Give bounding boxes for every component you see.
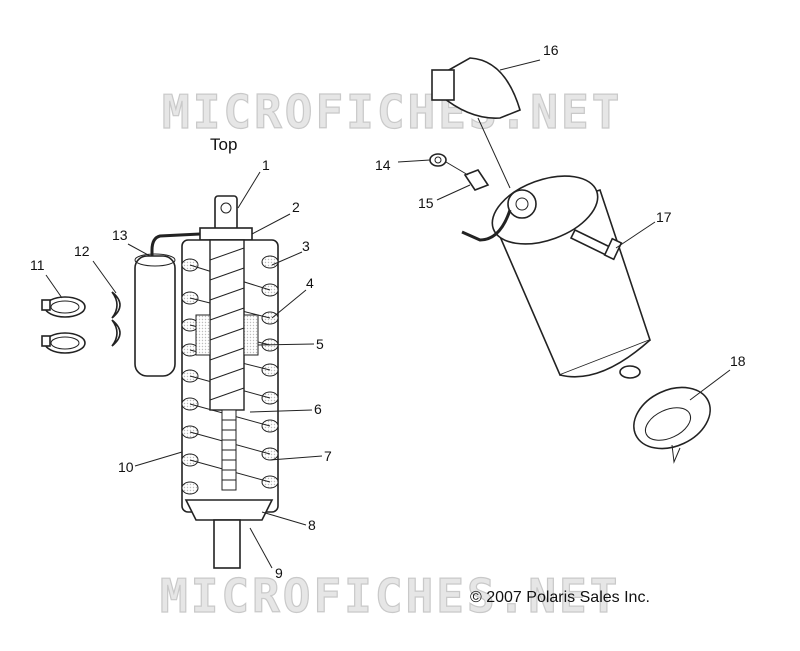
callout-18: 18 xyxy=(730,353,746,369)
shock-cutaway xyxy=(134,195,279,569)
callout-12: 12 xyxy=(74,243,90,259)
watermark-bottom: MICROFICHES.NET xyxy=(160,569,620,623)
copyright-notice: © 2007 Polaris Sales Inc. xyxy=(470,589,650,606)
callout-1: 1 xyxy=(262,157,270,173)
callout-11: 11 xyxy=(30,257,45,273)
hose-clamps xyxy=(41,296,86,354)
callout-15: 15 xyxy=(418,195,434,211)
callout-4: 4 xyxy=(306,275,314,291)
callout-6: 6 xyxy=(314,401,322,417)
spacer xyxy=(463,169,490,191)
reservoir xyxy=(134,253,176,377)
callout-16: 16 xyxy=(543,42,559,58)
callout-7: 7 xyxy=(324,448,332,464)
shock-assembled xyxy=(461,175,651,379)
top-boot xyxy=(431,57,521,119)
callout-13: 13 xyxy=(112,227,128,243)
top-label: Top xyxy=(210,135,237,154)
callout-3: 3 xyxy=(302,238,310,254)
callout-5: 5 xyxy=(316,336,324,352)
nut xyxy=(429,153,447,167)
callout-17: 17 xyxy=(656,209,672,225)
callout-14: 14 xyxy=(375,157,391,173)
callout-10: 10 xyxy=(118,459,134,475)
callout-8: 8 xyxy=(308,517,316,533)
bottom-cup xyxy=(633,386,711,464)
callout-9: 9 xyxy=(275,565,283,581)
callout-2: 2 xyxy=(292,199,300,215)
retaining-rings xyxy=(111,291,121,347)
leader-lines xyxy=(45,59,731,569)
watermark-top: MICROFICHES.NET xyxy=(162,85,622,139)
